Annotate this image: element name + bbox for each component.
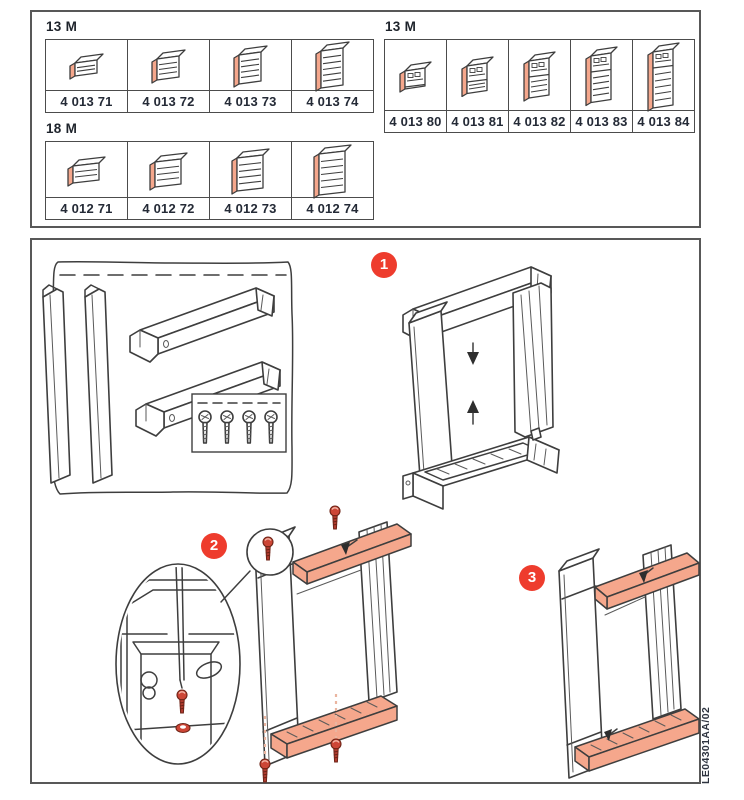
product-icon — [210, 142, 291, 198]
screw-icon — [220, 410, 234, 444]
reference-table-18m: 4 012 71 4 012 72 4 012 73 4 012 74 — [45, 141, 374, 220]
part-number: 4 013 73 — [224, 94, 277, 109]
bottom-cover-rail — [270, 695, 398, 759]
product-icon — [128, 40, 209, 91]
wall-box-interior-detail — [120, 567, 237, 761]
product-icon — [571, 40, 632, 111]
product-icon — [128, 142, 209, 198]
assembly-instructions-panel — [30, 238, 701, 784]
product-icon — [447, 40, 508, 111]
table-cell: 4 013 84 — [632, 40, 694, 132]
table-cell: 4 012 72 — [127, 142, 209, 219]
product-icon — [292, 40, 373, 92]
document-reference-code: LE04301AA/02 — [700, 706, 712, 784]
product-reference-panel: 13 M 4 013 71 4 013 72 4 013 73 4 013 74 — [30, 10, 701, 228]
table-cell: 4 012 71 — [46, 142, 127, 219]
screw-bottom-left — [259, 758, 271, 783]
part-number: 4 012 71 — [60, 201, 113, 216]
right-profile-rail — [512, 282, 554, 438]
bottom-cover-rail — [574, 708, 700, 772]
reference-table-13m-right: 4 013 80 4 013 81 4 013 82 4 013 83 4 01… — [384, 39, 695, 133]
part-number: 4 013 71 — [60, 94, 113, 109]
part-number: 4 013 84 — [637, 114, 690, 129]
screw-top-right — [329, 505, 341, 530]
magnifier-detail — [115, 563, 251, 765]
parts-bag-illustration — [42, 260, 294, 495]
table-cell: 4 013 83 — [570, 40, 632, 132]
table-cell: 4 013 82 — [508, 40, 570, 132]
part-number: 4 013 81 — [451, 114, 504, 129]
screw-icon — [264, 410, 278, 444]
corner-callout-circle — [246, 528, 294, 576]
part-number: 4 013 74 — [306, 94, 359, 109]
part-number: 4 012 72 — [142, 201, 195, 216]
table-cell: 4 013 81 — [446, 40, 508, 132]
part-number: 4 013 83 — [575, 114, 628, 129]
insert-arrow-up — [467, 400, 479, 425]
left-cover-rail — [408, 301, 453, 478]
group-label: 18 M — [46, 121, 78, 136]
step-badge-3: 3 — [519, 565, 545, 591]
step2-screw-fixing-illustration — [115, 505, 412, 783]
product-icon — [210, 40, 291, 91]
product-icon — [385, 40, 446, 111]
part-number: 4 013 80 — [389, 114, 442, 129]
upright-rail-1 — [42, 284, 71, 484]
callout-pointer — [220, 570, 251, 603]
insert-arrow-down — [467, 342, 479, 365]
screwdriver-shaft — [175, 567, 185, 689]
step-badge-1: 1 — [371, 252, 397, 278]
part-number: 4 013 72 — [142, 94, 195, 109]
product-icon — [46, 40, 127, 91]
bottom-cross-member — [402, 427, 560, 510]
group-label: 13 M — [46, 19, 78, 34]
table-cell: 4 013 80 — [385, 40, 446, 132]
table-cell: 4 013 73 — [209, 40, 291, 112]
screw-packet — [191, 393, 287, 453]
top-cover-plate — [292, 523, 412, 585]
upright-rail-2 — [84, 284, 113, 484]
product-icon — [46, 142, 127, 198]
cross-member-1 — [129, 287, 275, 363]
group-13m-left: 13 M 4 013 71 4 013 72 4 013 73 4 013 74 — [45, 19, 374, 220]
table-cell: 4 013 71 — [46, 40, 127, 112]
reference-table-13m-left: 4 013 71 4 013 72 4 013 73 4 013 74 — [45, 39, 374, 113]
table-cell: 4 013 72 — [127, 40, 209, 112]
product-icon — [633, 40, 694, 112]
left-pillar — [558, 548, 604, 779]
table-cell: 4 012 74 — [291, 142, 373, 219]
screw-icon — [198, 410, 212, 444]
part-number: 4 012 73 — [224, 201, 277, 216]
table-cell: 4 013 74 — [291, 40, 373, 112]
group-label: 13 M — [385, 19, 417, 34]
top-cover-plate — [594, 552, 700, 610]
part-number: 4 012 74 — [306, 201, 359, 216]
screw-icon — [242, 410, 256, 444]
screw-bottom-right — [330, 738, 342, 763]
group-13m-right: 13 M 4 013 80 4 013 81 4 013 82 4 013 83 — [384, 19, 695, 133]
product-icon — [509, 40, 570, 111]
step3-finished-frame-illustration — [558, 544, 700, 779]
step-badge-2: 2 — [201, 533, 227, 559]
product-icon — [292, 142, 373, 199]
part-number: 4 013 82 — [513, 114, 566, 129]
step1-exploded-frame-illustration — [402, 266, 560, 510]
table-cell: 4 012 73 — [209, 142, 291, 219]
